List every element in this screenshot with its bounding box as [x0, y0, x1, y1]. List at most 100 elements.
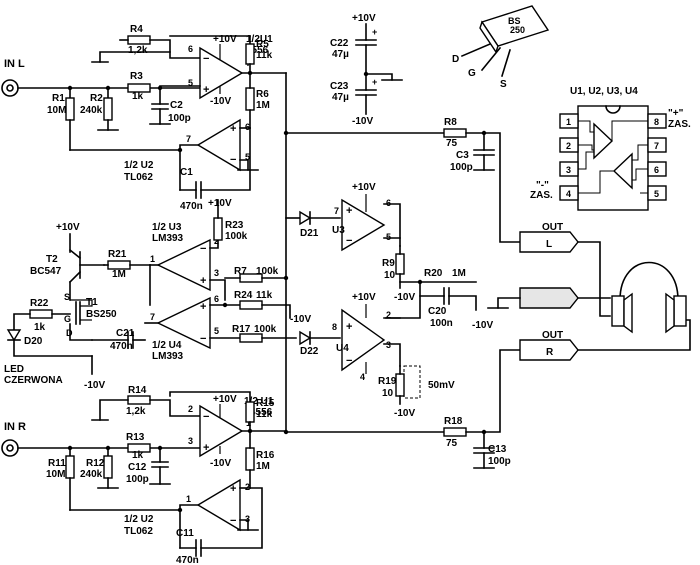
comparator-u3	[156, 238, 211, 292]
power-minus: -10V	[352, 116, 373, 127]
svg-text:R13: R13	[126, 432, 145, 443]
input-jack-right[interactable]	[1, 439, 19, 457]
svg-text:100k: 100k	[254, 324, 277, 335]
transistor-t1	[70, 299, 93, 325]
svg-text:−: −	[203, 53, 209, 65]
input-left-label: IN L	[4, 58, 25, 70]
c2-name: C2	[170, 100, 183, 111]
svg-text:−: −	[200, 243, 206, 255]
u1-left-plus: +10V	[213, 34, 237, 45]
output-left-connector[interactable]: OUT L	[519, 222, 579, 253]
svg-text:10: 10	[382, 388, 394, 399]
svg-text:OUT: OUT	[542, 222, 563, 233]
input-right-label: IN R	[4, 421, 26, 433]
r3-value: 1k	[132, 91, 144, 102]
svg-text:+: +	[372, 27, 377, 37]
svg-text:"+": "+"	[668, 108, 684, 119]
svg-text:1/2 U3: 1/2 U3	[152, 222, 182, 233]
resistor-r2	[103, 97, 113, 121]
resistor-r14	[127, 395, 151, 405]
r4-value: 1,2k	[128, 45, 148, 56]
svg-text:100p: 100p	[488, 456, 511, 467]
svg-text:TL062: TL062	[124, 526, 153, 537]
c22-name: C22	[330, 38, 349, 49]
u1-left-minus: -10V	[210, 96, 231, 107]
transistor-package: BS 250 D G S	[452, 5, 550, 90]
svg-text:1M: 1M	[256, 461, 270, 472]
c2-value: 100p	[168, 113, 191, 124]
svg-text:LM393: LM393	[152, 351, 184, 362]
svg-text:+: +	[200, 275, 206, 287]
svg-text:+10V: +10V	[213, 394, 237, 405]
ic-pinout-title: U1, U2, U3, U4	[570, 86, 638, 97]
svg-text:G: G	[468, 68, 476, 79]
resistor-r11	[65, 455, 75, 479]
svg-text:1k: 1k	[132, 450, 144, 461]
svg-text:+10V: +10V	[208, 198, 232, 209]
svg-text:U4: U4	[336, 343, 349, 354]
svg-text:100n: 100n	[430, 318, 453, 329]
svg-text:BC547: BC547	[30, 266, 62, 277]
svg-text:R24: R24	[234, 290, 253, 301]
svg-text:+: +	[346, 205, 352, 217]
output-right-connector[interactable]: OUT R	[519, 330, 579, 361]
svg-text:50mV: 50mV	[428, 380, 455, 391]
svg-text:-10V: -10V	[84, 380, 105, 391]
svg-text:1M: 1M	[452, 268, 466, 279]
r4-name: R4	[130, 24, 143, 35]
resistor-r21	[107, 260, 131, 270]
opamp-u1-right	[199, 404, 244, 458]
svg-text:+: +	[230, 123, 236, 135]
svg-text:ZAS.: ZAS.	[530, 190, 553, 201]
r2-value: 240k	[80, 105, 103, 116]
svg-text:+: +	[203, 84, 209, 96]
r6-value: 1M	[256, 100, 270, 111]
svg-text:T1: T1	[86, 297, 98, 308]
output-ground-connector[interactable]	[519, 287, 579, 309]
svg-text:75: 75	[446, 138, 458, 149]
svg-text:C11: C11	[176, 528, 194, 539]
svg-text:R: R	[546, 347, 554, 358]
resistor-r22	[29, 309, 53, 319]
resistor-r5	[245, 43, 255, 65]
svg-text:8: 8	[332, 322, 337, 332]
svg-text:6: 6	[188, 44, 193, 54]
resistor-r16	[245, 447, 255, 471]
svg-text:+: +	[346, 321, 352, 333]
svg-text:10: 10	[384, 270, 396, 281]
resistor-r13	[127, 443, 151, 453]
svg-text:L: L	[546, 239, 552, 250]
resistor-r9	[395, 253, 405, 275]
svg-text:1: 1	[150, 254, 155, 264]
svg-text:1/2 U4: 1/2 U4	[152, 340, 182, 351]
svg-text:R18: R18	[444, 416, 463, 427]
svg-text:6: 6	[214, 294, 219, 304]
svg-text:R12: R12	[86, 458, 105, 469]
svg-text:2: 2	[566, 141, 571, 151]
opamp-u1-left	[199, 46, 244, 100]
svg-text:−: −	[200, 333, 206, 345]
comparator-u3-out	[341, 198, 386, 252]
svg-text:G: G	[64, 314, 71, 324]
svg-text:5: 5	[386, 232, 391, 242]
svg-text:7: 7	[186, 134, 191, 144]
svg-text:1/2 U1: 1/2 U1	[244, 396, 274, 407]
svg-text:+: +	[200, 301, 206, 313]
svg-text:D: D	[452, 54, 459, 65]
svg-text:470n: 470n	[176, 555, 199, 565]
svg-text:D20: D20	[24, 336, 43, 347]
svg-text:470n: 470n	[110, 341, 133, 352]
svg-text:3: 3	[566, 165, 571, 175]
svg-text:+: +	[372, 77, 377, 87]
headphones-icon	[611, 261, 687, 334]
input-jack-left[interactable]	[1, 79, 19, 97]
c22-value: 47µ	[332, 49, 349, 60]
svg-text:10M: 10M	[46, 469, 65, 480]
svg-text:-10V: -10V	[394, 292, 415, 303]
r5-name: R5	[256, 39, 269, 50]
r3-name: R3	[130, 71, 143, 82]
resistor-r15	[245, 401, 255, 423]
svg-text:R17: R17	[232, 324, 251, 335]
svg-text:1: 1	[186, 494, 191, 504]
